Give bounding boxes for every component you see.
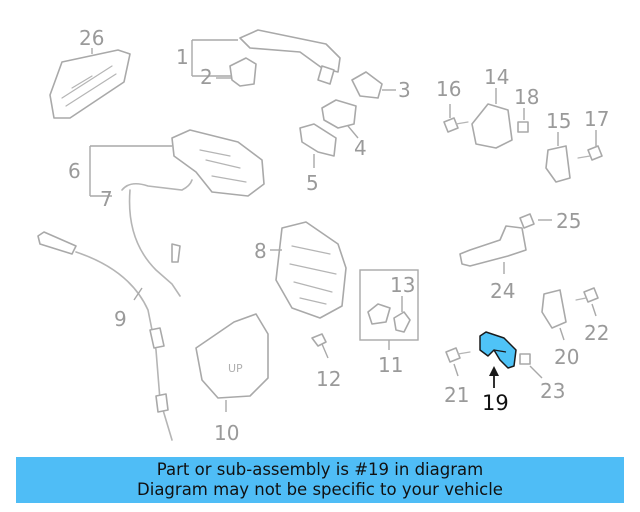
callout-22[interactable]: 22: [584, 321, 609, 345]
callout-25[interactable]: 25: [556, 209, 581, 233]
part-20: [541, 289, 567, 341]
part-16: [443, 104, 469, 133]
part-3: [351, 71, 396, 99]
callout-2[interactable]: 2: [200, 65, 213, 89]
callout-6[interactable]: 6: [68, 159, 81, 183]
callout-20[interactable]: 20: [554, 345, 579, 369]
part-17: [577, 130, 603, 161]
callout-8[interactable]: 8: [254, 239, 267, 263]
callout-21[interactable]: 21: [444, 383, 469, 407]
part-6: [89, 129, 265, 197]
callout-9[interactable]: 9: [114, 307, 127, 331]
part-14: [471, 88, 513, 149]
callout-15[interactable]: 15: [546, 109, 571, 133]
part-24: [459, 225, 527, 274]
callout-17[interactable]: 17: [584, 107, 609, 131]
part-23: [519, 353, 543, 379]
callout-24[interactable]: 24: [490, 279, 515, 303]
part-1: [191, 29, 341, 85]
callout-7[interactable]: 7: [100, 187, 113, 211]
callout-10[interactable]: 10: [214, 421, 239, 445]
part-26: [49, 48, 131, 119]
part-15: [545, 132, 571, 183]
part-9: [37, 231, 173, 441]
part-8: [270, 221, 347, 319]
part-13: [393, 296, 411, 333]
callout-23[interactable]: 23: [540, 379, 565, 403]
callout-4[interactable]: 4: [354, 136, 367, 160]
callout-1[interactable]: 1: [176, 45, 189, 69]
callout-11[interactable]: 11: [378, 353, 403, 377]
svg-text:UP: UP: [228, 362, 243, 375]
callout-26[interactable]: 26: [79, 26, 104, 50]
part-21: [445, 347, 471, 377]
part-4: [321, 99, 359, 139]
part-12: [311, 333, 329, 359]
callout-16[interactable]: 16: [436, 77, 461, 101]
info-banner: Part or sub-assembly is #19 in diagram D…: [16, 457, 624, 503]
part-2: [216, 57, 257, 87]
callout-14[interactable]: 14: [484, 65, 509, 89]
callout-13[interactable]: 13: [390, 273, 415, 297]
callout-12[interactable]: 12: [316, 367, 341, 391]
callout-19[interactable]: 19: [482, 391, 509, 415]
part-7: [121, 179, 193, 297]
part-22: [575, 287, 599, 317]
part-5: [299, 123, 337, 168]
part-11: [359, 269, 419, 350]
parts-diagram: 26 1 2 3 4 5 6 7: [37, 26, 609, 445]
part-25: [519, 213, 552, 229]
callout-3[interactable]: 3: [398, 78, 411, 102]
part-10: UP: [195, 313, 269, 412]
banner-line-2: Diagram may not be specific to your vehi…: [137, 480, 503, 499]
part-18: [517, 108, 529, 133]
callout-18[interactable]: 18: [514, 85, 539, 109]
part-19-highlighted[interactable]: [479, 331, 517, 388]
banner-line-1: Part or sub-assembly is #19 in diagram: [156, 460, 484, 479]
callout-5[interactable]: 5: [306, 171, 319, 195]
